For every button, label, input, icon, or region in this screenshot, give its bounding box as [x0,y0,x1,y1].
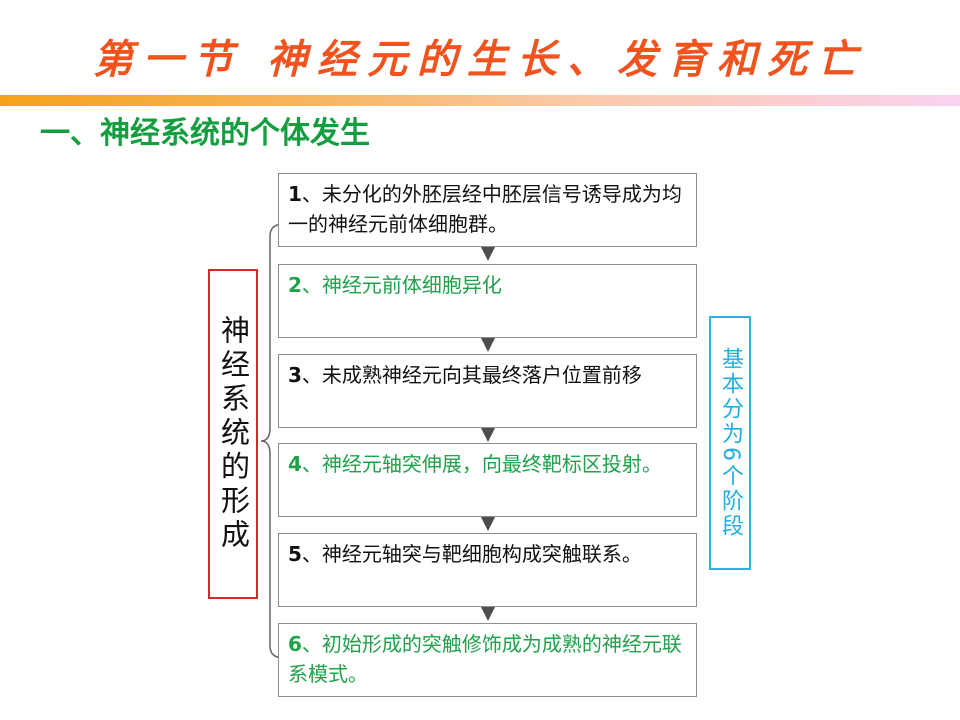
down-arrow-icon [481,338,495,352]
step-box-3: 3、未成熟神经元向其最终落户位置前移 [278,354,697,428]
step-number: 1 [288,182,302,206]
step-number: 4 [288,452,302,476]
section-heading: 一、神经系统的个体发生 [40,116,370,151]
down-arrow-icon [481,247,495,261]
down-arrow-icon [481,607,495,621]
step-box-5: 5、神经元轴突与靶细胞构成突触联系。 [278,533,697,607]
stages-label: 基本分为6个阶段 [718,347,743,539]
step-box-1: 1、未分化的外胚层经中胚层信号诱导成为均一的神经元前体细胞群。 [278,173,697,247]
formation-label: 神经系统的形成 [216,315,251,553]
step-box-4: 4、神经元轴突伸展，向最终靶标区投射。 [278,443,697,517]
step-number: 2 [288,273,302,297]
step-text: 、神经元前体细胞异化 [301,273,502,297]
step-text: 、未成熟神经元向其最终落户位置前移 [301,363,642,387]
step-text: 、未分化的外胚层经中胚层信号诱导成为均一的神经元前体细胞群。 [288,182,682,236]
formation-label-box: 神经系统的形成 [208,269,258,599]
title-gradient-bar [0,95,960,106]
curly-bracket [260,223,285,659]
step-number: 6 [288,632,302,656]
down-arrow-icon [481,428,495,442]
step-box-2: 2、神经元前体细胞异化 [278,264,697,338]
down-arrow-icon [481,517,495,531]
step-text: 、神经元轴突伸展，向最终靶标区投射。 [301,452,662,476]
slide-title: 第一节 神经元的生长、发育和死亡 [93,36,867,83]
step-text: 、神经元轴突与靶细胞构成突触联系。 [301,542,642,566]
step-text: 、初始形成的突触修饰成为成熟的神经元联系模式。 [288,632,682,686]
step-box-6: 6、初始形成的突触修饰成为成熟的神经元联系模式。 [278,623,697,697]
step-number: 3 [288,363,302,387]
stages-label-box: 基本分为6个阶段 [709,316,751,570]
step-number: 5 [288,542,302,566]
